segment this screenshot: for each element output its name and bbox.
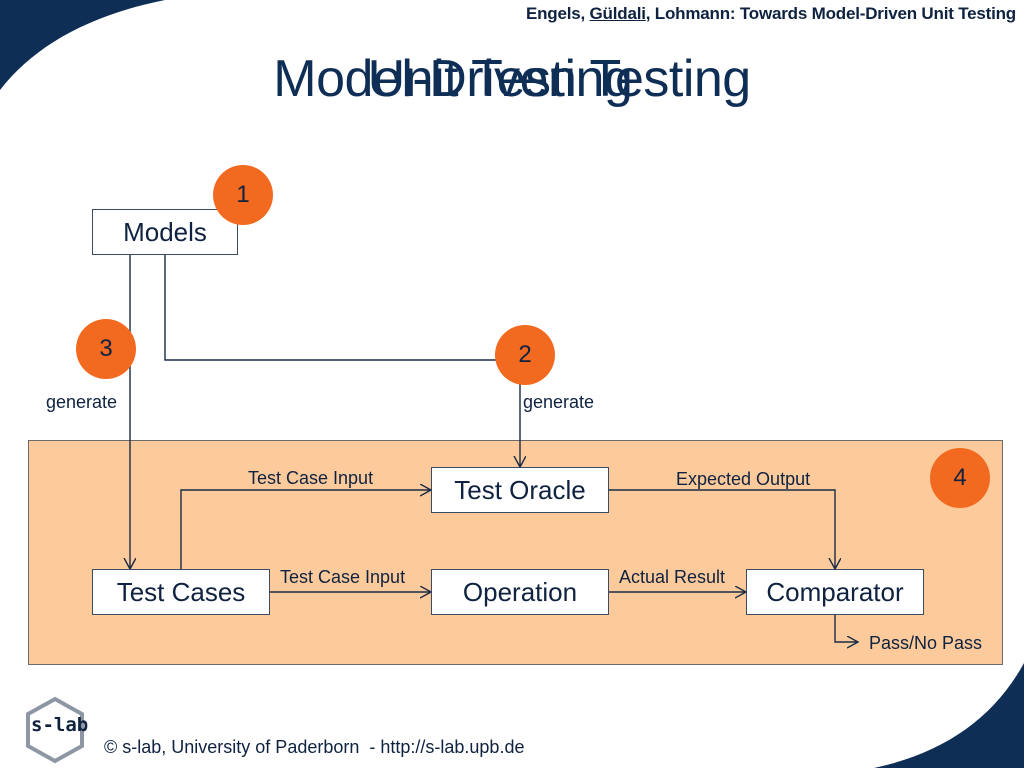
- badge-2: 2: [495, 325, 555, 385]
- edge-test-cases-to-oracle: [180, 490, 431, 569]
- slide-header: Engels, Güldali, Lohmann: Towards Model-…: [526, 4, 1016, 24]
- corner-decoration-top-left: [0, 0, 165, 90]
- models-box: Models: [92, 209, 238, 255]
- authors-underlined: Güldali: [589, 4, 646, 23]
- corner-decoration-bottom-right: [874, 663, 1024, 768]
- edge-comparator-to-result: [834, 615, 858, 642]
- edge-oracle-to-comparator: [609, 489, 835, 569]
- authors-prefix: Engels,: [525, 4, 590, 23]
- badge-4: 4: [930, 448, 990, 508]
- badge-1: 1: [213, 165, 273, 225]
- label-generate-right: generate: [523, 392, 595, 412]
- label-test-case-input-top: Test Case Input: [248, 468, 374, 488]
- s-lab-logo-icon: [26, 696, 84, 764]
- test-oracle-box: Test Oracle: [431, 467, 609, 513]
- s-lab-logo-text: s-lab: [31, 714, 89, 736]
- edge-models-to-test-oracle: [164, 255, 520, 467]
- badge-3: 3: [76, 319, 136, 379]
- test-cases-box: Test Cases: [92, 569, 270, 615]
- label-test-case-input-bottom: Test Case Input: [280, 567, 406, 587]
- title-unit-testing: Unit Testing: [367, 50, 633, 108]
- title-model-driven-testing: Model-Driven Testing: [273, 50, 751, 108]
- operation-box: Operation: [431, 569, 609, 615]
- authors-suffix: , Lohmann: Towards Model-Driven Unit Tes…: [645, 4, 1016, 23]
- label-expected-output: Expected Output: [676, 469, 811, 489]
- label-generate-left: generate: [46, 392, 118, 412]
- label-pass-no-pass: Pass/No Pass: [869, 633, 983, 653]
- label-actual-result: Actual Result: [619, 567, 726, 587]
- comparator-box: Comparator: [746, 569, 924, 615]
- footer-copyright: © s-lab, University of Paderborn - http:…: [104, 737, 525, 757]
